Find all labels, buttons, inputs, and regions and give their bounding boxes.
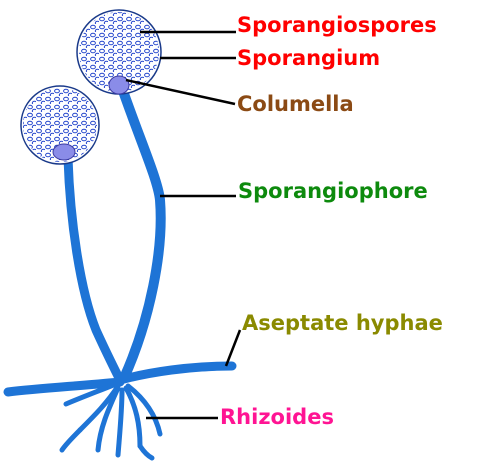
label-sporangiophore: Sporangiophore <box>238 179 428 203</box>
left-sporangium <box>21 86 99 164</box>
label-sporangium: Sporangium <box>237 46 380 70</box>
leader-columella <box>126 80 235 104</box>
left-sporangiophore <box>68 158 120 380</box>
label-sporangiospores: Sporangiospores <box>237 13 437 37</box>
label-rhizoides: Rhizoides <box>220 405 334 429</box>
leader-lines <box>126 32 240 418</box>
right-columella <box>109 76 129 94</box>
label-columella: Columella <box>237 92 354 116</box>
right-sporangiophore <box>122 88 161 378</box>
rhizoids <box>62 384 160 458</box>
right-sporangium <box>77 10 161 94</box>
label-aseptate-hyphae: Aseptate hyphae <box>242 311 443 335</box>
left-columella <box>53 144 75 160</box>
leader-aseptate-hyphae <box>226 330 240 366</box>
